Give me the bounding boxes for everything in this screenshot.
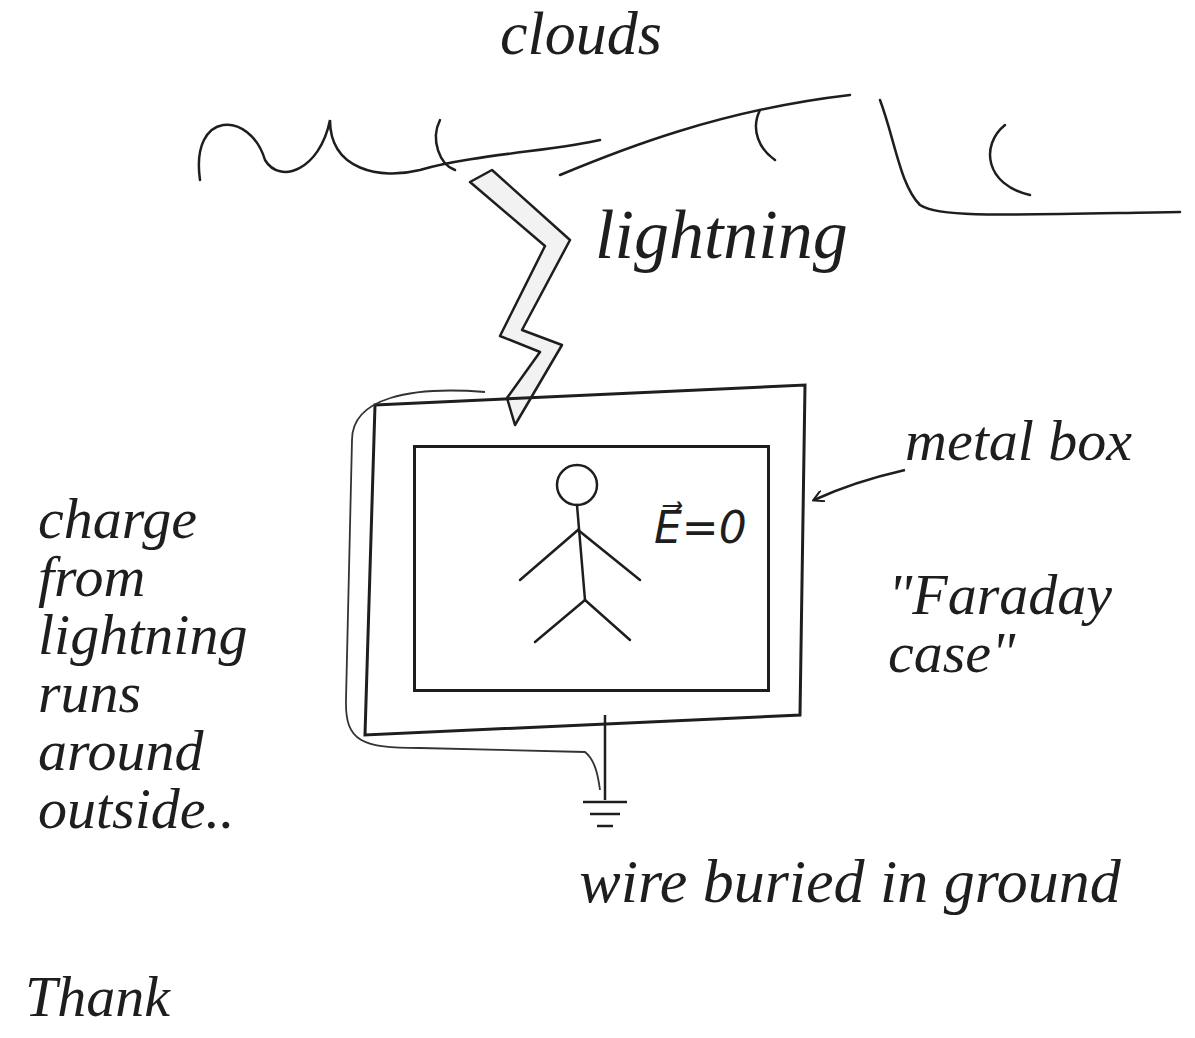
handwritten-label: metal box [905,412,1135,470]
handwritten-label: wire buried in ground [520,850,1180,912]
field-label: E⃗=0 [654,506,747,550]
handwritten-label: Thank [25,968,245,1026]
stick-figure [520,465,640,642]
handwritten-label: "Faraday case" [888,566,1183,682]
handwritten-label: clouds [500,2,760,64]
handwritten-label: charge from lightning runs around outsid… [38,490,310,838]
metal-box [365,385,805,735]
charge-path [346,391,600,790]
leader-arrow [814,470,905,500]
ground-symbol [583,715,627,826]
handwritten-label: lightning [595,200,885,270]
cloud-lines [199,95,1180,215]
lightning-bolt [470,170,570,425]
inner-box: E⃗=0 [413,445,770,692]
